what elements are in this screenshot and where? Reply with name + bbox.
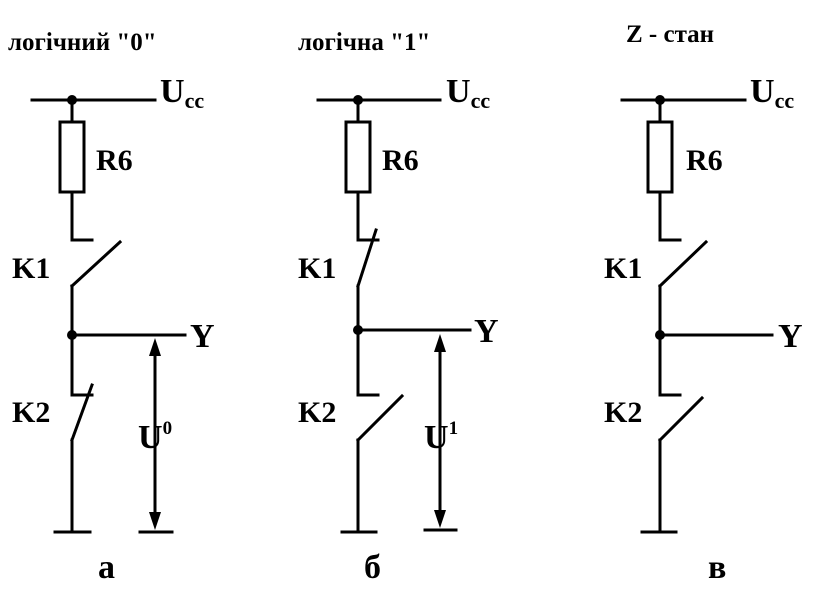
panel-a-caption: а — [98, 549, 115, 586]
panel-b-caption: б — [364, 549, 381, 586]
panel-c-k2-label: K2 — [604, 396, 642, 429]
panel-a-arrow-head-up — [149, 338, 161, 356]
panel-b: логічна "1" Ucc R6 K1 Y K2 U1 б — [298, 29, 499, 586]
panel-c-resistor-label: R6 — [686, 144, 723, 177]
panel-a-k2-switch — [70, 383, 94, 442]
panel-c-k1-switch — [657, 239, 709, 289]
panel-a: логічний "0" Ucc R6 K1 Y K2 U0 а — [8, 29, 215, 586]
panel-a-voltage-label: U0 — [138, 418, 172, 456]
panel-c-k2-switch — [657, 395, 705, 443]
panel-a-arrow-head-down — [149, 512, 161, 530]
panel-b-resistor-label: R6 — [382, 144, 419, 177]
panel-b-k1-switch — [356, 228, 378, 288]
panel-a-k2-label: K2 — [12, 396, 50, 429]
panel-b-output-label: Y — [474, 313, 499, 350]
panel-c-output-label: Y — [778, 318, 803, 355]
panel-c-resistor — [646, 120, 674, 194]
panel-b-title: логічна "1" — [298, 29, 430, 56]
panel-c-ucc-label: Ucc — [750, 73, 794, 113]
panel-c-caption: в — [708, 549, 726, 586]
panel-a-k1-switch — [69, 239, 123, 289]
panel-c-k1-label: K1 — [604, 252, 642, 285]
panel-b-arrow-head-up — [434, 334, 446, 352]
panel-a-output-label: Y — [190, 318, 215, 355]
panel-b-k1-label: K1 — [298, 252, 336, 285]
panel-a-resistor — [58, 120, 86, 194]
panel-b-arrow-head-down — [434, 510, 446, 528]
panel-c-title: Z - стан — [626, 21, 714, 48]
panel-a-k1-label: K1 — [12, 252, 50, 285]
panel-a-ucc-label: Ucc — [160, 73, 204, 113]
panel-a-title: логічний "0" — [8, 29, 157, 56]
panel-b-resistor — [344, 120, 372, 194]
panel-b-k2-switch — [355, 393, 405, 443]
panel-c: Z - стан Ucc R6 K1 Y K2 в — [604, 21, 803, 586]
panel-b-k2-label: K2 — [298, 396, 336, 429]
panel-b-voltage-label: U1 — [424, 418, 458, 456]
panel-b-ucc-label: Ucc — [446, 73, 490, 113]
panel-a-resistor-label: R6 — [96, 144, 133, 177]
